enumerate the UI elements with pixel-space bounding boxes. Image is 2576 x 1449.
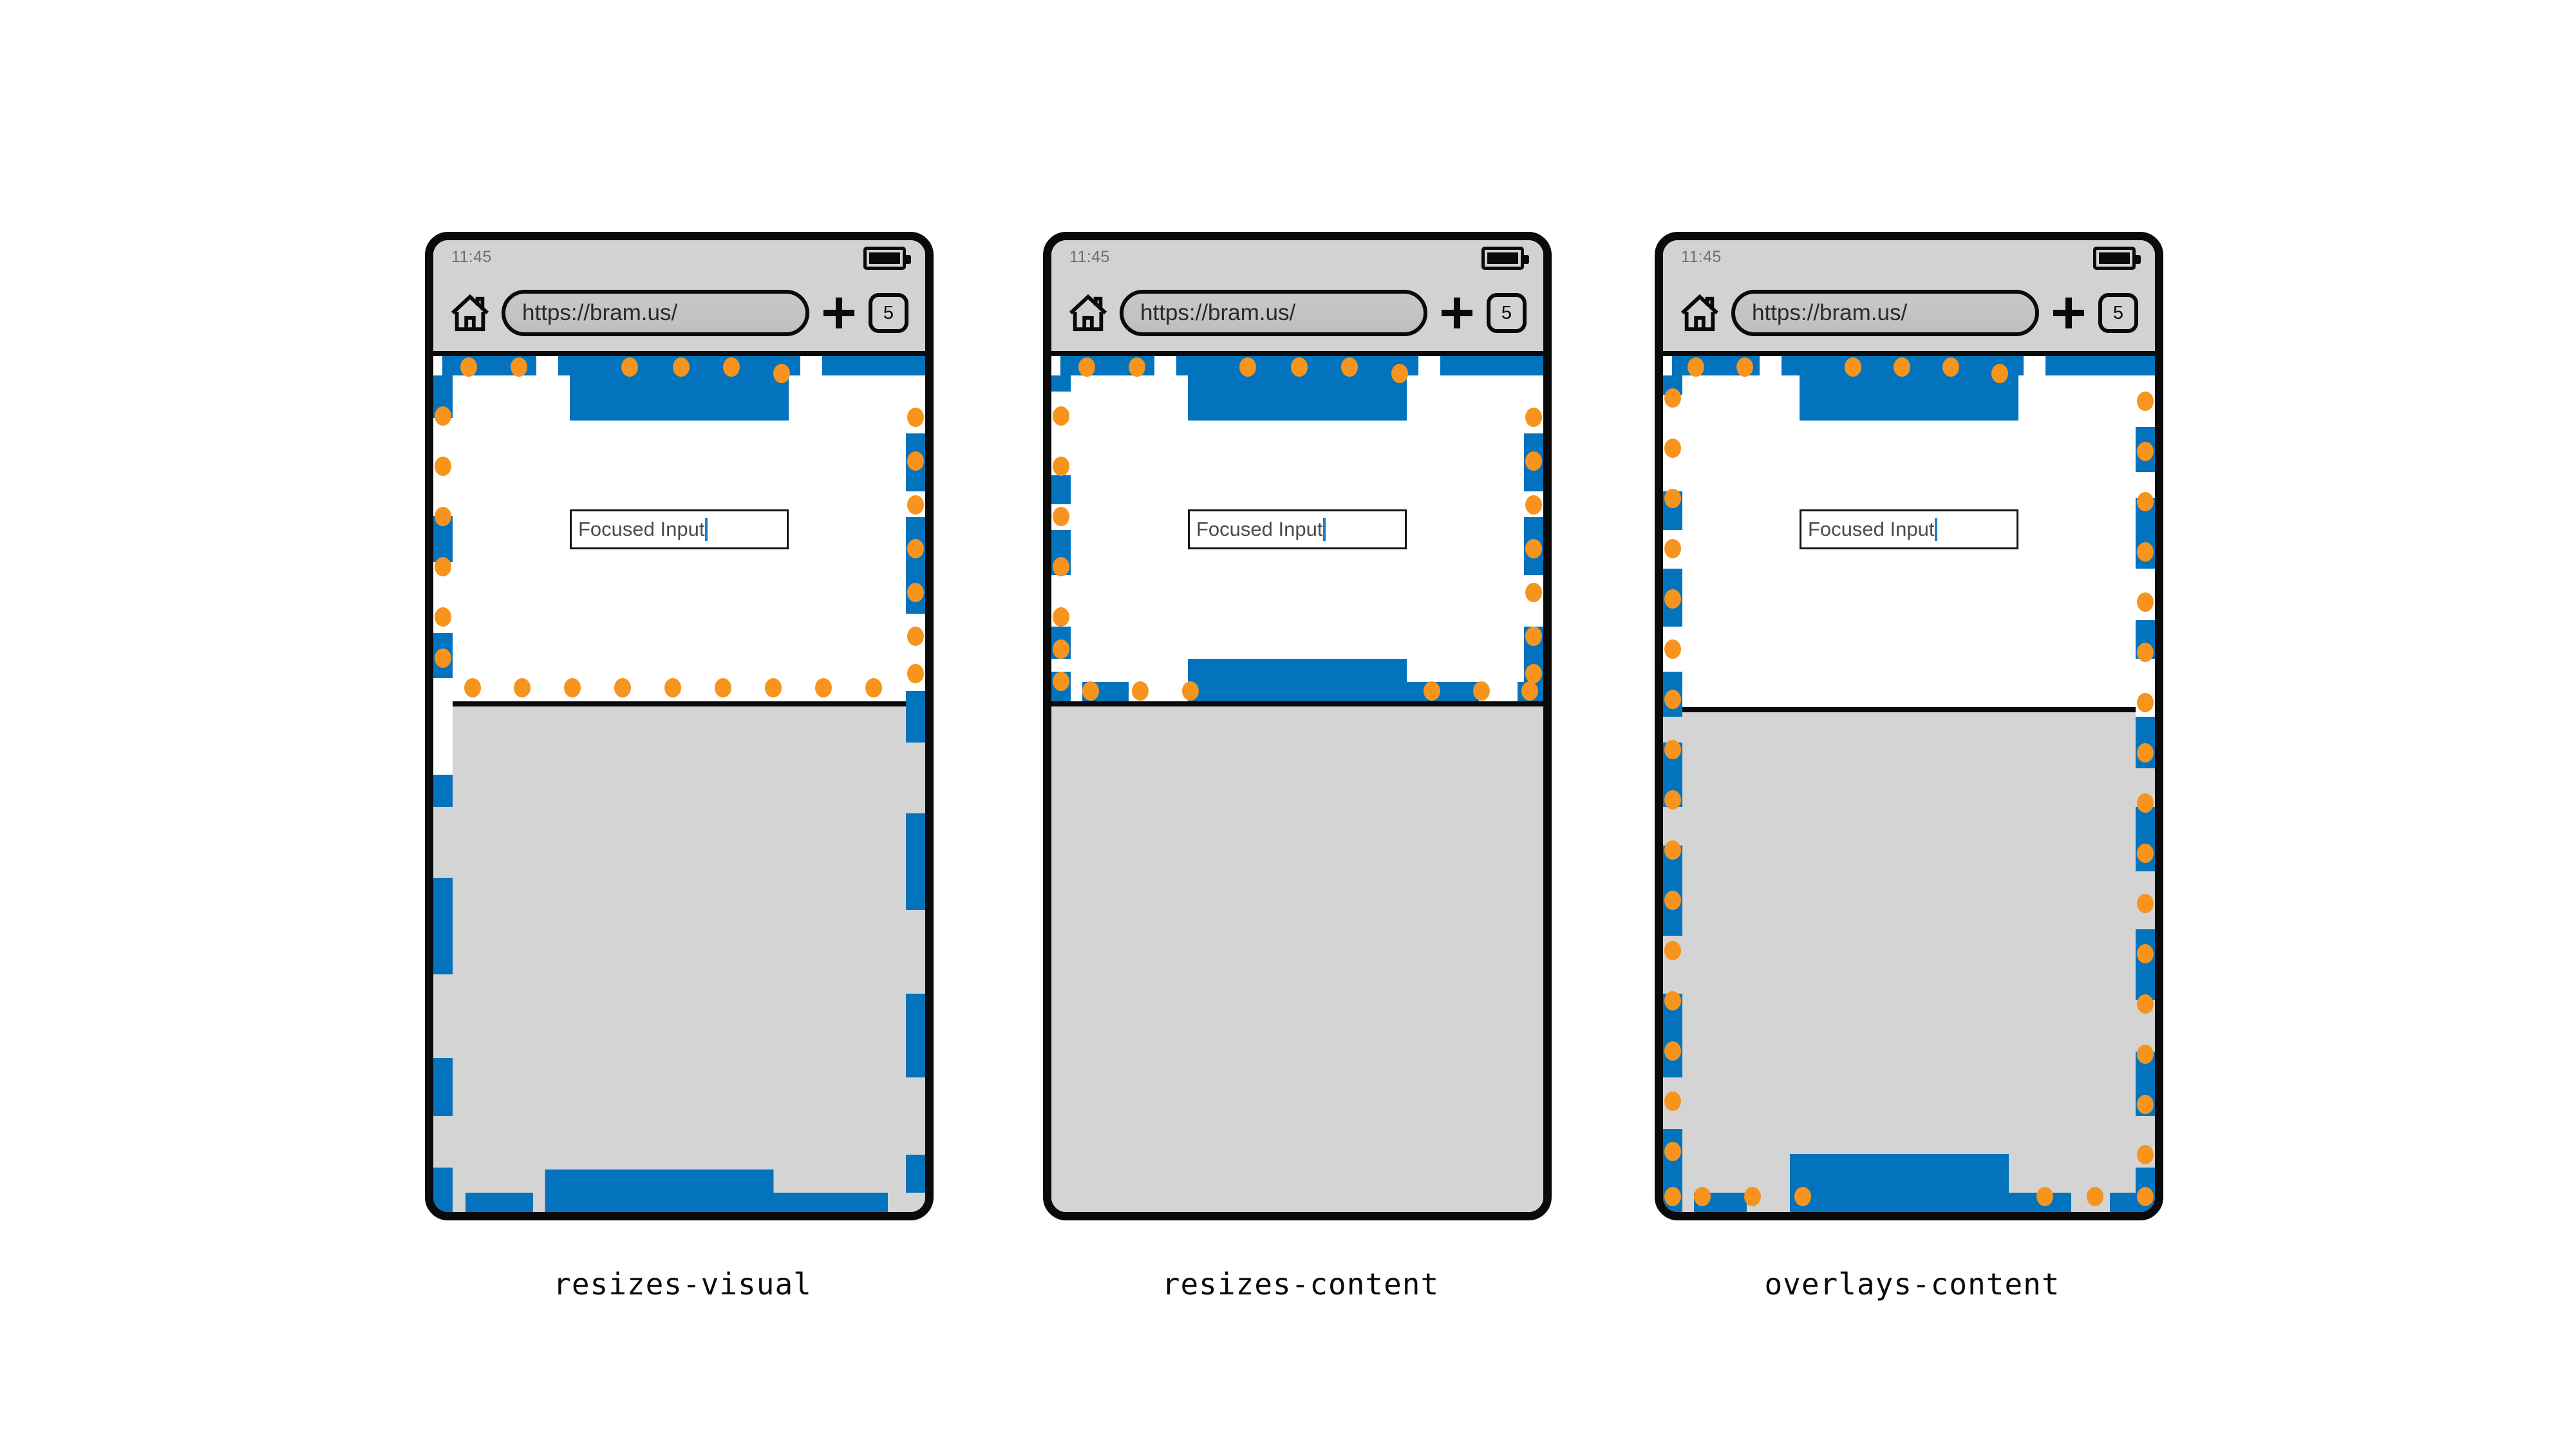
plus-icon[interactable] xyxy=(2051,295,2087,331)
phone-screen: Focused Input xyxy=(1663,356,2155,1212)
panel-caption: resizes-visual xyxy=(553,1267,812,1302)
home-icon[interactable] xyxy=(1068,293,1108,333)
battery-full-icon xyxy=(863,247,911,270)
focused-input-value: Focused Input xyxy=(1196,518,1323,540)
url-text: https://bram.us/ xyxy=(522,300,678,325)
phone-mockup: 11:45 https://bram.us/ xyxy=(1655,232,2163,1220)
tab-count-button[interactable]: 5 xyxy=(2098,293,2138,333)
panel-overlays-content: 11:45 https://bram.us/ xyxy=(1655,232,2170,1302)
text-caret xyxy=(1323,518,1326,541)
page-content-layer xyxy=(433,356,925,1212)
tab-count-button[interactable]: 5 xyxy=(1487,293,1527,333)
phone-screen: Focused Input xyxy=(433,356,925,1212)
virtual-keyboard xyxy=(1051,701,1543,1212)
browser-toolbar: https://bram.us/ 5 xyxy=(433,278,925,348)
text-caret xyxy=(705,518,708,541)
focused-input[interactable]: Focused Input xyxy=(1188,509,1407,549)
plus-icon[interactable] xyxy=(821,295,857,331)
page-footer-block xyxy=(1188,659,1407,701)
focused-input-value: Focused Input xyxy=(1808,518,1935,540)
plus-icon[interactable] xyxy=(1439,295,1475,331)
phone-mockup: 11:45 https://bram.us/ xyxy=(1043,232,1552,1220)
browser-chrome: 11:45 https://bram.us/ xyxy=(1051,240,1543,356)
url-bar[interactable]: https://bram.us/ xyxy=(502,290,809,336)
url-text: https://bram.us/ xyxy=(1752,300,1908,325)
status-bar-time: 11:45 xyxy=(451,248,492,266)
battery-full-icon xyxy=(2093,247,2141,270)
page-footer-block-step xyxy=(732,1193,789,1212)
virtual-keyboard xyxy=(433,701,925,1212)
panel-caption: overlays-content xyxy=(1764,1267,2060,1302)
browser-chrome: 11:45 https://bram.us/ xyxy=(1663,240,2155,356)
panel-resizes-content: 11:45 https://bram.us/ xyxy=(1043,232,1558,1302)
home-icon[interactable] xyxy=(1680,293,1720,333)
home-icon[interactable] xyxy=(450,293,490,333)
status-bar-time: 11:45 xyxy=(1681,248,1722,266)
page-header-block xyxy=(1188,356,1407,421)
browser-toolbar: https://bram.us/ 5 xyxy=(1051,278,1543,348)
page-header-block xyxy=(1800,356,2018,421)
focused-input[interactable]: Focused Input xyxy=(1800,509,2018,549)
phone-screen: Focused Input xyxy=(1051,356,1543,1212)
focused-input-value: Focused Input xyxy=(578,518,705,540)
battery-full-icon xyxy=(1481,247,1529,270)
phone-mockup: 11:45 https://bram.us/ xyxy=(425,232,934,1220)
browser-toolbar: https://bram.us/ 5 xyxy=(1663,278,2155,348)
panel-caption: resizes-content xyxy=(1161,1267,1440,1302)
page-header-block xyxy=(570,356,789,421)
panel-resizes-visual: 11:45 https://bram.us/ xyxy=(425,232,940,1302)
status-bar-time: 11:45 xyxy=(1069,248,1110,266)
url-bar[interactable]: https://bram.us/ xyxy=(1731,290,2039,336)
url-text: https://bram.us/ xyxy=(1140,300,1296,325)
virtual-keyboard xyxy=(1663,707,2155,1212)
tab-count-button[interactable]: 5 xyxy=(869,293,908,333)
page-footer-block xyxy=(1789,1154,2009,1212)
focused-input[interactable]: Focused Input xyxy=(570,509,789,549)
url-bar[interactable]: https://bram.us/ xyxy=(1120,290,1427,336)
text-caret xyxy=(1935,518,1938,541)
page-content-layer xyxy=(1663,356,2155,1212)
browser-chrome: 11:45 https://bram.us/ xyxy=(433,240,925,356)
